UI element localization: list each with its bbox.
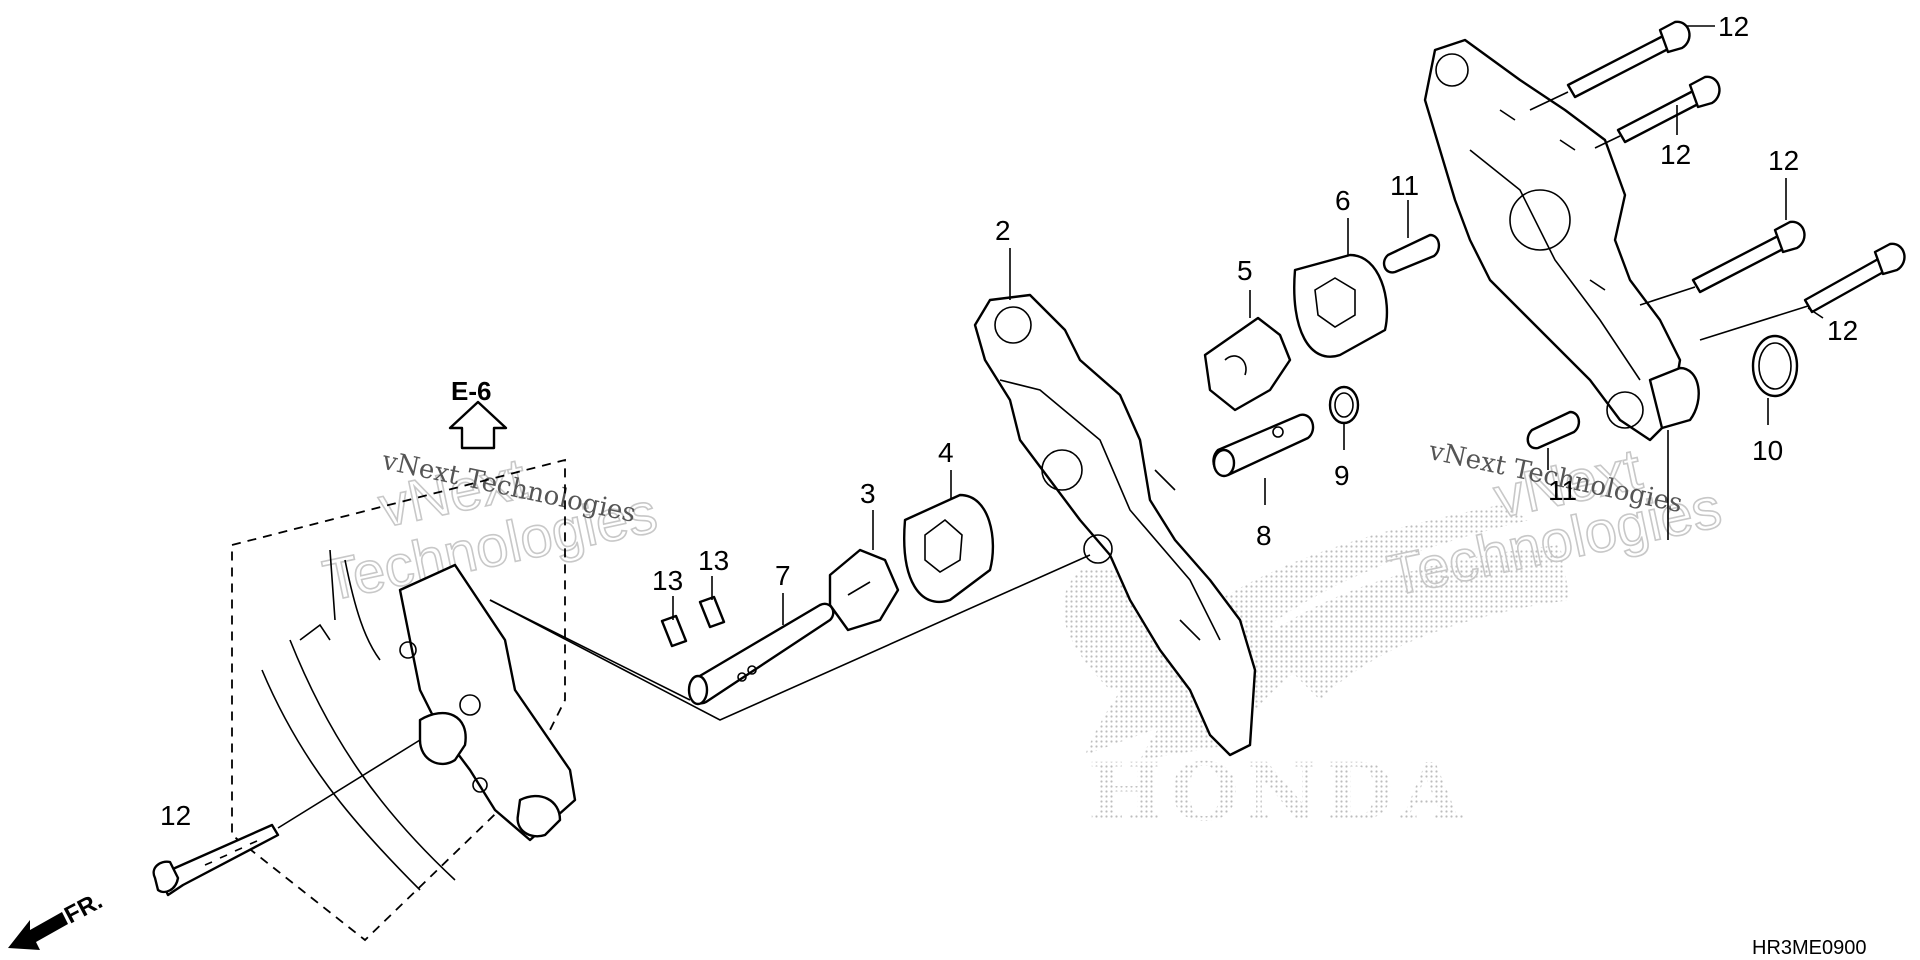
callout-3: 3 bbox=[860, 478, 876, 509]
bolts-12-right bbox=[1529, 20, 1906, 341]
front-arrow: FR. bbox=[8, 887, 107, 950]
inner-rotor-5 bbox=[1203, 316, 1292, 412]
relief-valve-8 bbox=[1212, 413, 1315, 478]
pump-body-2 bbox=[973, 293, 1257, 757]
callout-12: 12 bbox=[160, 800, 191, 831]
o-ring-9 bbox=[1328, 385, 1360, 425]
callout-8: 8 bbox=[1256, 520, 1272, 551]
callout-11: 11 bbox=[1548, 475, 1577, 506]
pump-shaft-7 bbox=[687, 602, 835, 706]
callout-12: 12 bbox=[1718, 11, 1749, 42]
inset-boundary bbox=[231, 458, 1091, 942]
diagram-code: HR3ME0900 bbox=[1752, 937, 1867, 959]
collar-11-lower bbox=[1526, 410, 1581, 450]
callout-9: 9 bbox=[1334, 460, 1350, 491]
pump-cover bbox=[1423, 38, 1700, 442]
inner-rotor-3 bbox=[828, 548, 900, 632]
honda-logo-text: HONDA bbox=[1088, 745, 1468, 839]
callout-10: 10 bbox=[1752, 435, 1783, 466]
callout-5: 5 bbox=[1237, 255, 1253, 286]
callout-6: 6 bbox=[1335, 185, 1351, 216]
bolt-12-lower bbox=[152, 739, 421, 897]
callout-13: 13 bbox=[652, 565, 683, 596]
collar-11-upper bbox=[1382, 233, 1441, 274]
callout-7: 7 bbox=[775, 560, 791, 591]
outer-rotor-4 bbox=[903, 493, 995, 603]
reference-label: E-6 bbox=[451, 376, 491, 406]
crankcase-inset bbox=[261, 549, 577, 891]
outer-rotor-6 bbox=[1293, 253, 1389, 358]
o-ring-10 bbox=[1751, 334, 1799, 398]
watermark-left: vNext Technologies vNext Technologies bbox=[317, 445, 663, 615]
leader-lines bbox=[672, 25, 1824, 625]
callout-4: 4 bbox=[938, 437, 954, 468]
callout-11: 11 bbox=[1390, 170, 1419, 201]
callout-2: 2 bbox=[995, 215, 1011, 246]
reference-arrow: E-6 bbox=[448, 376, 508, 450]
callout-12: 12 bbox=[1768, 145, 1799, 176]
callouts: 12 12 12 12 12 2 3 4 5 6 7 8 9 10 11 11 … bbox=[160, 11, 1858, 831]
dowel-pins-13 bbox=[660, 595, 726, 648]
callout-12: 12 bbox=[1660, 139, 1691, 170]
callout-13: 13 bbox=[698, 545, 729, 576]
callout-12: 12 bbox=[1827, 315, 1858, 346]
